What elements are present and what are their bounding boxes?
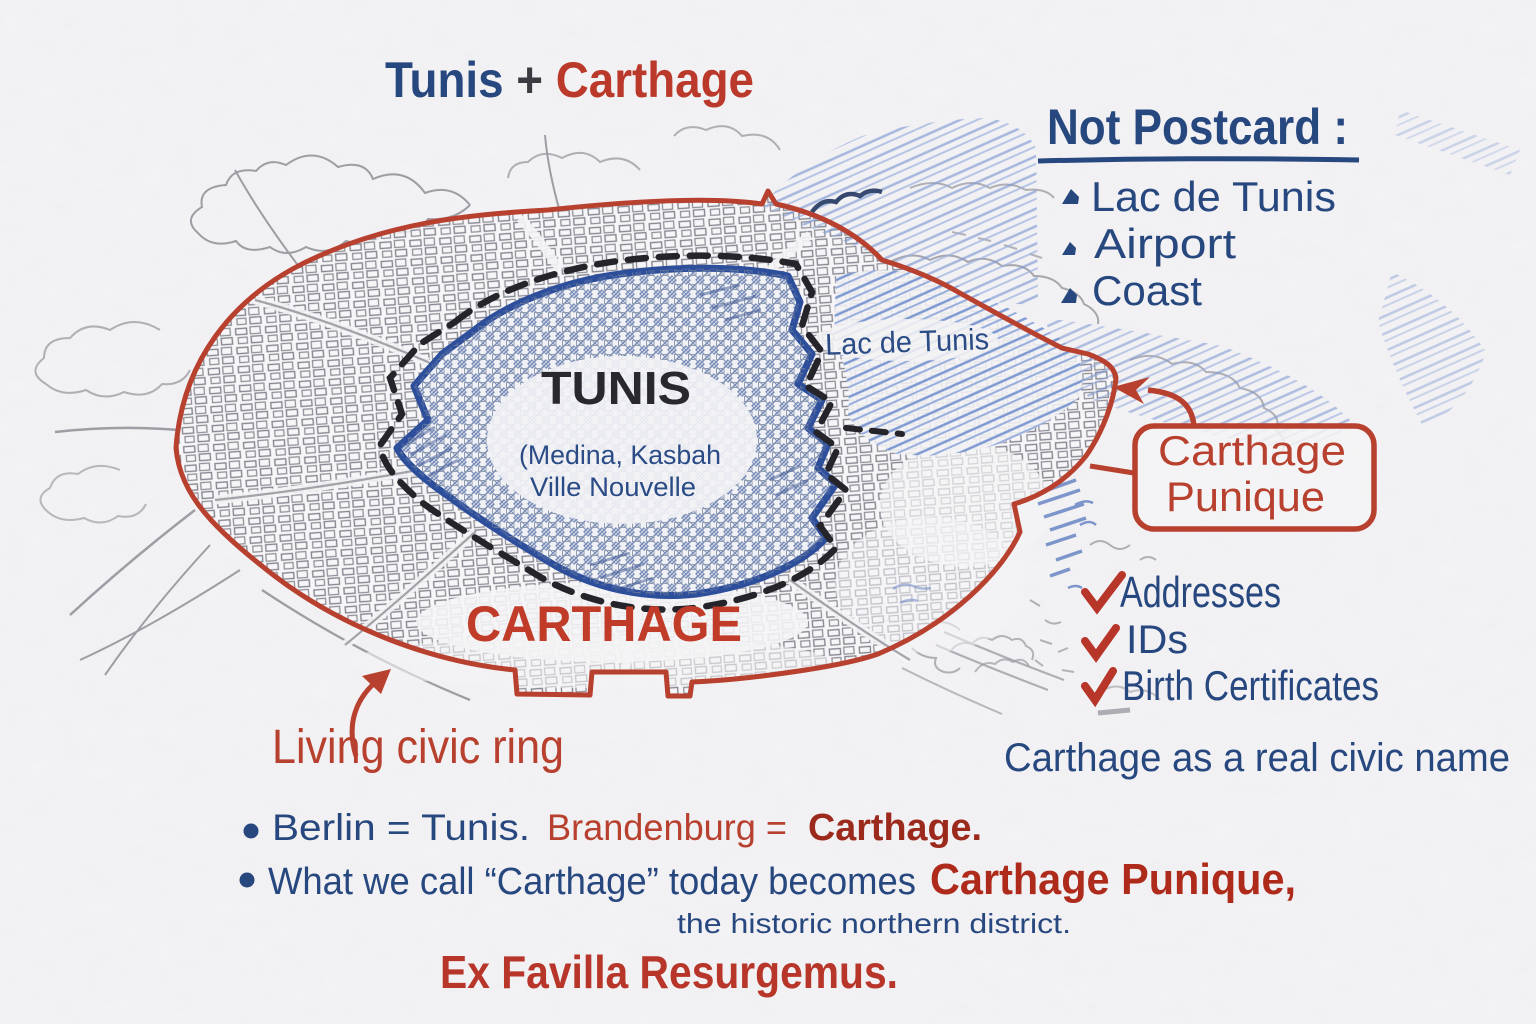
- svg-text:Lac de Tunis: Lac de Tunis: [1091, 173, 1336, 220]
- svg-text:Tunis + Carthage: Tunis + Carthage: [385, 52, 754, 108]
- svg-text:What we call “Carthage” today: What we call “Carthage” today becomes: [268, 861, 916, 903]
- svg-text:IDs: IDs: [1126, 618, 1188, 662]
- svg-text:Lac de Tunis: Lac de Tunis: [825, 323, 990, 362]
- svg-text:Ex Favilla Resurgemus.: Ex Favilla Resurgemus.: [440, 946, 898, 998]
- svg-text:Addresses: Addresses: [1120, 568, 1281, 617]
- svg-text:(Medina, Kasbah: (Medina, Kasbah: [519, 440, 721, 470]
- svg-text:TUNIS: TUNIS: [541, 362, 691, 414]
- svg-text:Carthage.: Carthage.: [808, 807, 982, 849]
- svg-text:Not Postcard :: Not Postcard :: [1047, 99, 1348, 155]
- svg-text:Carthage as a real civic name: Carthage as a real civic name: [1004, 736, 1510, 780]
- svg-text:Ville Nouvelle: Ville Nouvelle: [530, 472, 696, 502]
- svg-text:the historic northern district: the historic northern district.: [677, 908, 1071, 939]
- svg-text:Coast: Coast: [1092, 267, 1202, 314]
- svg-text:Carthage: Carthage: [1158, 427, 1346, 474]
- svg-text:Punique: Punique: [1166, 473, 1325, 520]
- svg-text:Carthage Punique,: Carthage Punique,: [930, 855, 1296, 904]
- svg-text:Berlin = Tunis.: Berlin = Tunis.: [272, 807, 530, 848]
- svg-text:Birth Certificates: Birth Certificates: [1122, 662, 1379, 709]
- svg-text:Airport: Airport: [1094, 220, 1236, 267]
- svg-text:Living civic ring: Living civic ring: [272, 721, 564, 774]
- svg-text:CARTHAGE: CARTHAGE: [466, 596, 742, 652]
- svg-text:Brandenburg =: Brandenburg =: [547, 807, 787, 848]
